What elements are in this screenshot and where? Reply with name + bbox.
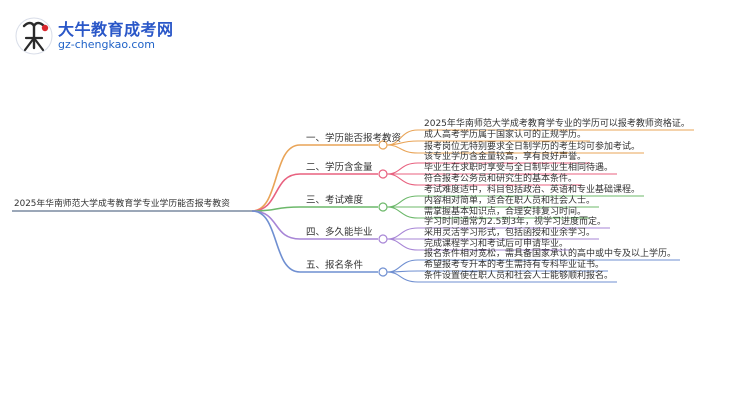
branch-node-icon [378,234,388,244]
leaf-text: 该专业学历含金量较高，享有良好声誉。 [424,152,587,162]
bull-logo-icon [15,17,53,55]
leaf-connector [386,259,419,273]
leaf-text: 成人高考学历属于国家认可的正规学历。 [424,130,587,140]
branch-node-icon [378,202,388,212]
branch-label: 一、学历能否报考教资 [306,133,402,144]
leaf-text: 条件设置使在职人员和社会人士能够顺利报名。 [424,271,614,281]
branch-label: 二、学历含金量 [306,162,373,173]
branch-node-icon [378,169,388,179]
branch-connector [251,210,301,240]
branch-label: 五、报名条件 [306,260,364,271]
branch-connector [251,144,301,212]
leaf-connector [386,144,419,154]
leaf-connector [386,206,419,219]
branch-connector [251,173,301,212]
leaf-text: 报考岗位无特别要求全日制学历的考生均可参加考试。 [424,142,641,152]
leaf-text: 内容相对简单，适合在职人员和社会人士。 [424,196,596,206]
leaf-connector [386,195,419,208]
leaf-text: 考试难度适中，科目包括政治、英语和专业基础课程。 [424,185,641,195]
leaf-connector [386,162,419,175]
logo-title: 大牛教育成考网 [58,20,174,39]
branch-connector [251,210,301,273]
leaf-text: 2025年华南师范大学成考教育学专业的学历可以报考教师资格证。 [424,119,690,129]
leaf-text: 希望报考专升本的考生需持有专科毕业证书。 [424,260,605,270]
leaf-text: 报名条件相对宽松，需具备国家承认的高中或中专及以上学历。 [424,249,677,259]
leaf-text: 毕业生在求职时享受与全日制毕业生相同待遇。 [424,163,614,173]
site-logo[interactable]: 大牛教育成考网 gz-chengkao.com [14,14,184,58]
leaf-text: 采用灵活学习形式，包括函授和业余学习。 [424,228,596,238]
leaf-text: 完成课程学习和考试后可申请毕业。 [424,239,569,249]
branch-label: 三、考试难度 [306,195,364,206]
branch-label: 四、多久能毕业 [306,227,373,238]
leaf-text: 符合报考公务员和研究生的基本条件。 [424,174,578,184]
leaf-connector [386,271,419,283]
branch-node-icon [378,267,388,277]
leaf-connector [386,227,419,240]
leaf-connector [386,173,419,186]
leaf-text: 需掌握基本知识点，合理安排复习时间。 [424,207,587,217]
root-topic: 2025年华南师范大学成考教育学专业学历能否报考教资 [14,199,230,209]
logo-url: gz-chengkao.com [58,38,155,51]
leaf-connector [386,238,419,251]
leaf-text: 学习时间通常为2.5到3年，视学习进度而定。 [424,217,607,227]
